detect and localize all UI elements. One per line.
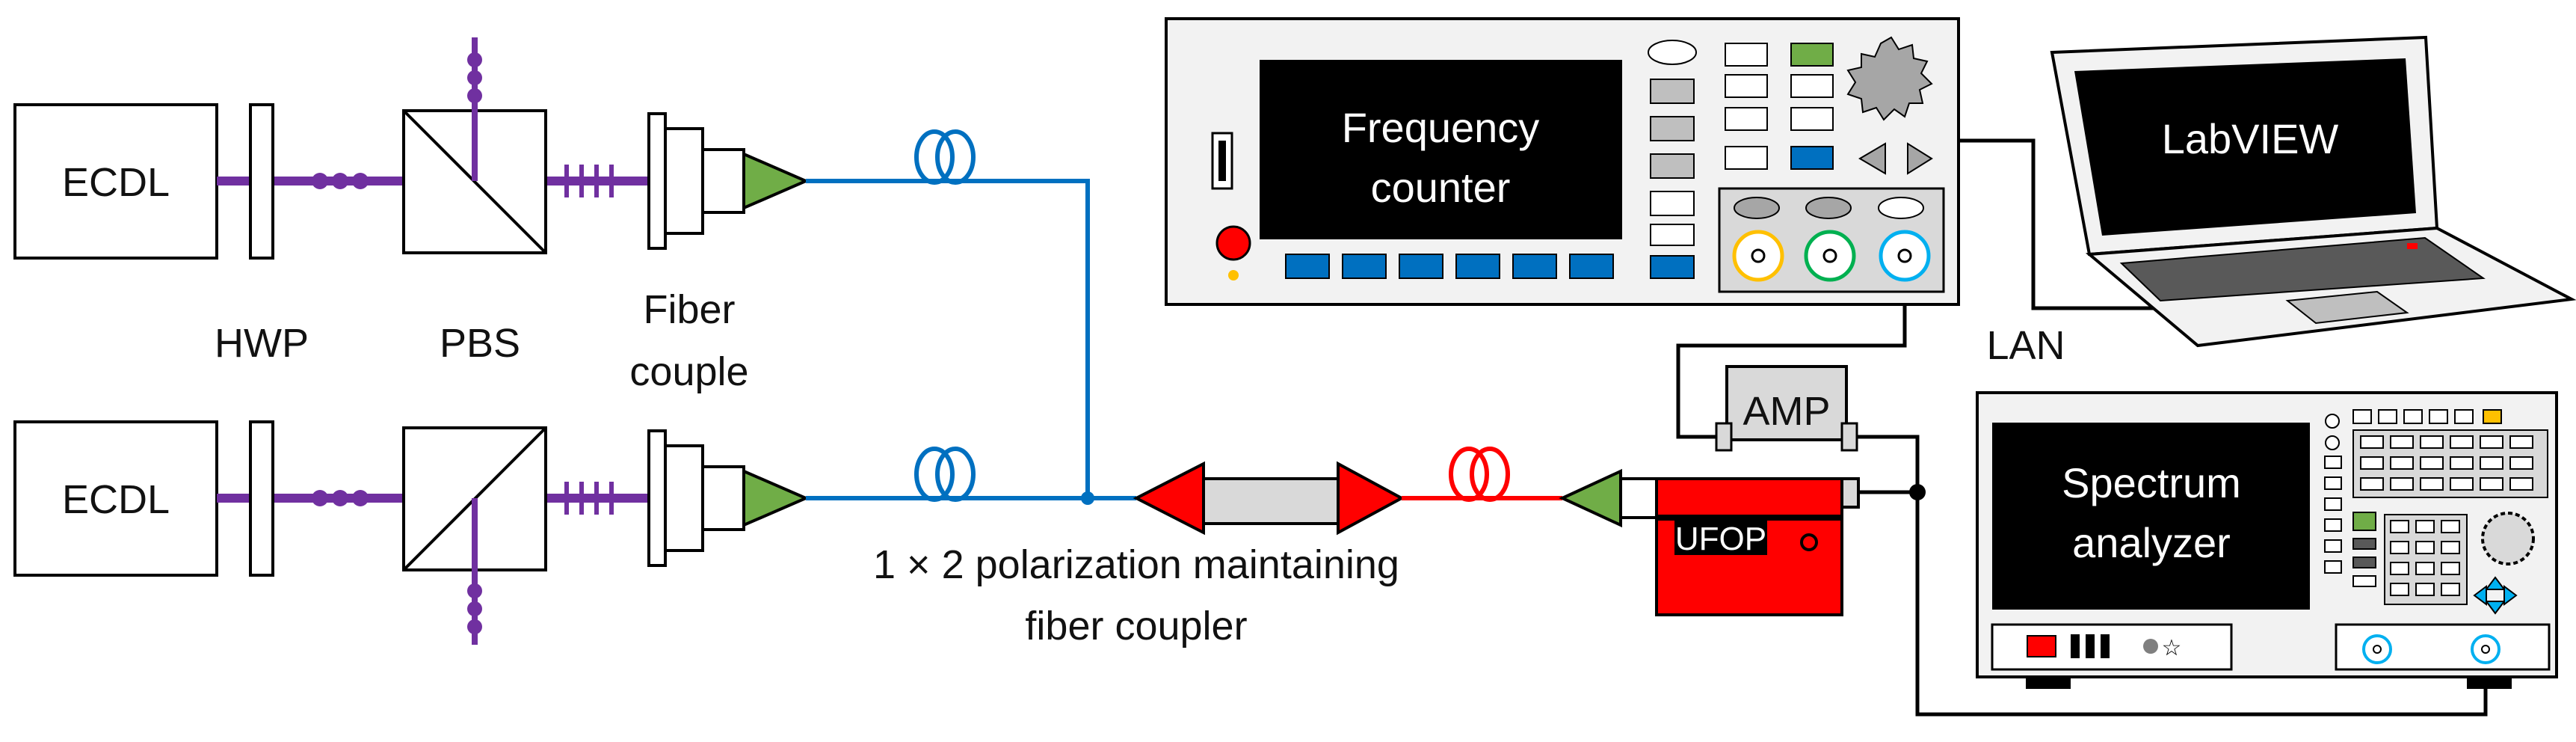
laptop: LabVIEW	[2050, 35, 2576, 348]
fiber-couple-label-line1: Fiber	[643, 287, 735, 332]
keypad	[1725, 43, 1834, 170]
spectrum-analyzer-label-line1: Spectrum	[2062, 459, 2241, 506]
pol-dot	[467, 70, 482, 85]
left-key-column	[1648, 40, 1697, 279]
pol-dot	[467, 88, 482, 103]
ufop-detector: UFOP	[1559, 468, 1860, 616]
hwp-label: HWP	[215, 321, 309, 366]
sa-connector-1	[2362, 634, 2392, 664]
pol-dot	[467, 52, 482, 67]
power-button-icon	[1215, 225, 1251, 261]
coupler-label-line1: 1 × 2 polarization maintaining	[873, 542, 1399, 587]
arrow-pad-icon	[2473, 576, 2518, 615]
pol-ticks-bottom	[564, 482, 614, 515]
fiber-blue-top	[806, 179, 1090, 498]
pol-dot	[467, 601, 482, 616]
pbs-label: PBS	[440, 321, 520, 366]
input-connector-3	[1879, 230, 1931, 282]
ecdl-bottom-label: ECDL	[62, 477, 170, 522]
fiber-loop-bottom	[914, 447, 976, 502]
lan-label: LAN	[1986, 323, 2065, 368]
pol-dot	[467, 583, 482, 598]
sa-power-button	[2027, 635, 2056, 657]
pol-dot	[352, 173, 369, 189]
key-grid	[2352, 409, 2548, 605]
input-connector-2	[1804, 230, 1856, 282]
right-arrow-icon	[1907, 142, 1933, 175]
fiber-junction-dot	[1081, 491, 1094, 505]
hwp-bottom	[249, 420, 274, 577]
fiber-coupler-bottom	[647, 429, 810, 567]
pol-dot	[312, 173, 328, 189]
amplifier: AMP	[1715, 365, 1858, 452]
pol-dot	[352, 490, 369, 506]
side-key-column	[2324, 414, 2342, 574]
ecdl-top-label: ECDL	[62, 160, 170, 205]
ufop-power-icon	[1800, 533, 1818, 551]
left-arrow-icon	[1858, 142, 1886, 175]
frequency-counter-label-line1: Frequency	[1342, 104, 1540, 151]
ufop-label: UFOP	[1675, 521, 1766, 557]
pol-dot	[332, 490, 348, 506]
amp-label: AMP	[1743, 389, 1830, 434]
pm-fiber-coupler	[1133, 461, 1405, 536]
pol-ticks-top	[564, 165, 614, 197]
hwp-top	[249, 103, 274, 260]
cable-junction-dot	[1909, 484, 1926, 500]
pbs-top-diagonal	[402, 109, 547, 254]
coupler-label-line2: fiber coupler	[1025, 604, 1247, 649]
fiber-loop-red	[1449, 447, 1510, 502]
fiber-couple-label-line2: couple	[629, 349, 748, 394]
sa-knob-icon	[2481, 512, 2535, 565]
pol-dot	[312, 490, 328, 506]
fiber-coupler-top	[647, 112, 810, 250]
spectrum-analyzer: Spectrum analyzer	[1976, 391, 2558, 689]
input-connector-1	[1732, 230, 1784, 282]
labview-label: LabVIEW	[2162, 115, 2339, 162]
spectrum-analyzer-label-line2: analyzer	[2072, 519, 2231, 566]
pol-dot	[467, 619, 482, 634]
rotary-knob-icon	[1846, 36, 1933, 121]
top-laser-arm: ECDL	[13, 37, 1090, 498]
star-icon: ☆	[2162, 635, 2182, 661]
frequency-counter: Frequency counter	[1165, 17, 1960, 306]
bottom-laser-arm: ECDL	[13, 420, 1136, 645]
ecdl-bottom-box	[13, 420, 218, 577]
soft-keys	[1285, 254, 1614, 279]
ecdl-top-box	[13, 103, 218, 260]
frequency-counter-label-line2: counter	[1371, 164, 1511, 211]
pol-dot	[332, 173, 348, 189]
fiber-loop-top	[914, 129, 976, 185]
sa-connector-2	[2471, 634, 2500, 664]
